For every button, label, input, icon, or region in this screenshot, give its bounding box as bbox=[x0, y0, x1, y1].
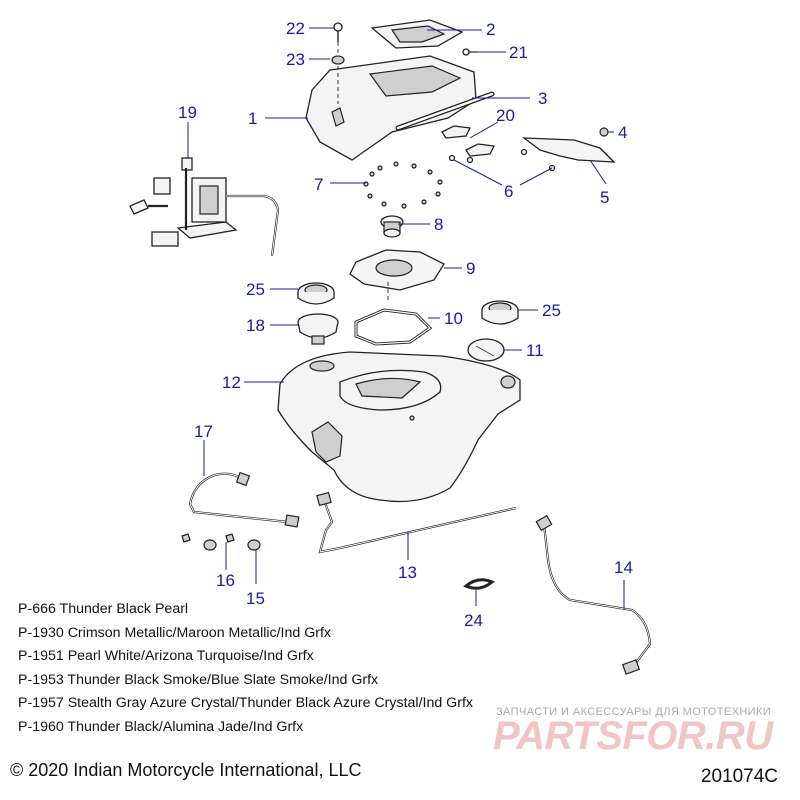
callout-18: 18 bbox=[246, 316, 265, 335]
part-8-sender[interactable] bbox=[380, 215, 404, 238]
paint-code-item: P-1951 Pearl White/Arizona Turquoise/Ind… bbox=[18, 648, 314, 665]
copyright-notice: © 2020 Indian Motorcycle International, … bbox=[10, 760, 362, 780]
part-9-mounting-plate[interactable] bbox=[349, 249, 445, 300]
part-6-nuts[interactable] bbox=[448, 148, 556, 172]
part-23-grommet[interactable] bbox=[331, 55, 345, 65]
part-4-screw[interactable] bbox=[599, 127, 609, 137]
callout-9: 9 bbox=[466, 259, 475, 278]
callout-17: 17 bbox=[194, 422, 213, 441]
part-16-clamps[interactable] bbox=[181, 533, 235, 543]
paint-code-item: P-1930 Crimson Metallic/Maroon Metallic/… bbox=[18, 624, 332, 641]
callout-10: 10 bbox=[444, 309, 463, 328]
callout-2: 2 bbox=[486, 20, 495, 39]
part-17-hose[interactable] bbox=[188, 471, 300, 528]
watermark-brand: PARTSFOR.RU bbox=[493, 714, 773, 758]
part-13-fuel-line[interactable] bbox=[316, 491, 517, 554]
callout-22: 22 bbox=[286, 19, 305, 38]
callout-3: 3 bbox=[538, 89, 547, 108]
paint-code-item: P-1960 Thunder Black/Alumina Jade/Ind Gr… bbox=[18, 718, 304, 735]
part-18-fuel-cap[interactable] bbox=[297, 313, 339, 345]
callout-20: 20 bbox=[496, 106, 515, 125]
part-5-bracket[interactable] bbox=[521, 137, 616, 163]
part-7-screws[interactable] bbox=[363, 161, 443, 209]
callout-7: 7 bbox=[314, 175, 323, 194]
part-2-console-plate[interactable] bbox=[370, 19, 464, 49]
callout-5: 5 bbox=[600, 188, 609, 207]
callout-23: 23 bbox=[286, 50, 305, 69]
callout-24: 24 bbox=[464, 611, 483, 630]
part-1-console-cover[interactable] bbox=[305, 55, 477, 161]
callout-11: 11 bbox=[526, 341, 544, 360]
callout-4: 4 bbox=[618, 123, 627, 142]
part-12-fuel-tank[interactable] bbox=[277, 351, 521, 503]
paint-code-item: P-1957 Stealth Gray Azure Crystal/Thunde… bbox=[18, 695, 473, 712]
part-10-gasket[interactable] bbox=[354, 308, 433, 346]
callout-12: 12 bbox=[222, 373, 241, 392]
callout-19: 19 bbox=[178, 103, 197, 122]
callout-numbers: 22 23 2 21 3 1 4 20 6 5 7 8 9 25 25 18 1… bbox=[178, 19, 633, 630]
paint-code-list: P-666 Thunder Black Pearl P-1930 Crimson… bbox=[18, 598, 473, 740]
callout-21: 21 bbox=[509, 43, 528, 62]
callout-13: 13 bbox=[398, 563, 417, 582]
callout-15: 15 bbox=[246, 589, 265, 608]
part-19-fuel-pump[interactable] bbox=[129, 157, 280, 257]
part-22-screw[interactable] bbox=[333, 22, 343, 42]
callout-25-left: 25 bbox=[246, 280, 265, 299]
callout-25-right: 25 bbox=[542, 301, 561, 320]
part-25-seal-right[interactable] bbox=[481, 300, 519, 325]
paint-code-item: P-666 Thunder Black Pearl bbox=[18, 601, 189, 617]
paint-code-item: P-1953 Thunder Black Smoke/Blue Slate Sm… bbox=[18, 671, 379, 688]
part-3-trim-strip[interactable] bbox=[395, 91, 495, 131]
callout-8: 8 bbox=[434, 215, 443, 234]
part-14-vent-line[interactable] bbox=[535, 514, 652, 675]
part-20-clips[interactable] bbox=[441, 125, 495, 157]
callout-1: 1 bbox=[248, 109, 257, 128]
callout-6: 6 bbox=[504, 182, 513, 201]
part-25-seal-left[interactable] bbox=[297, 282, 335, 305]
leader-lines bbox=[187, 27, 625, 610]
callout-16: 16 bbox=[216, 571, 235, 590]
callout-14: 14 bbox=[614, 558, 633, 577]
part-15-fittings[interactable] bbox=[203, 539, 261, 551]
part-24-clamp[interactable] bbox=[463, 578, 495, 590]
watermark-tagline: ЗАПЧАСТИ И АКСЕССУАРЫ ДЛЯ МОТОТЕХНИКИ bbox=[496, 706, 772, 718]
diagram-id: 201074C bbox=[700, 766, 778, 787]
